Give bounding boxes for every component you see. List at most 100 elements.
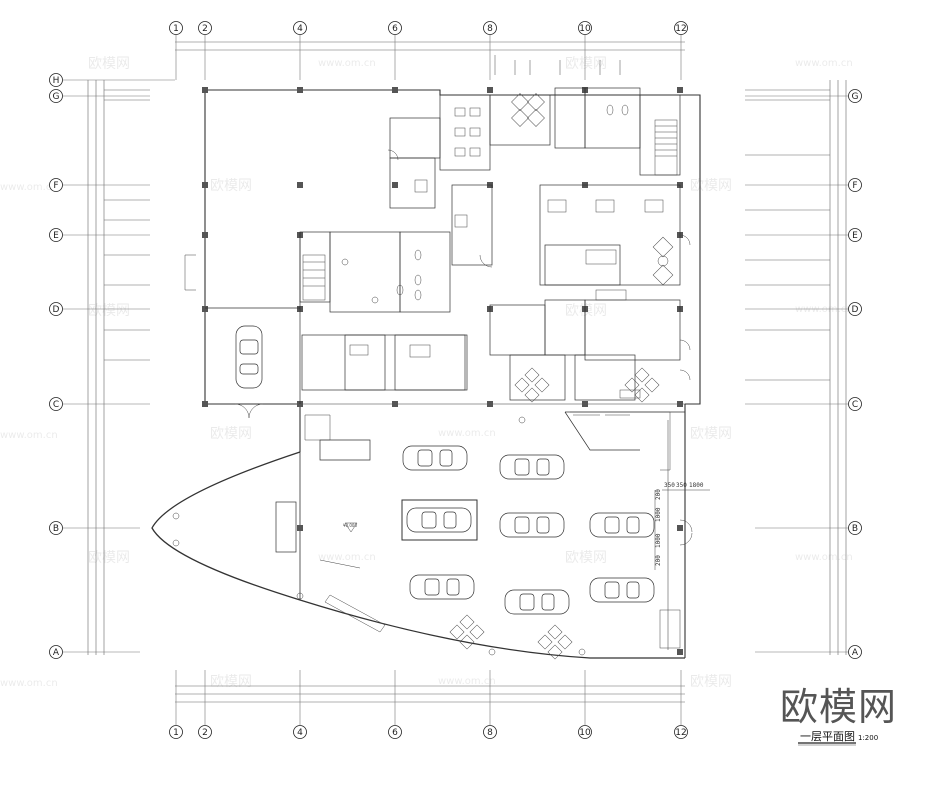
grid-columns: 1 1 2 2 4 4 6 6 (169, 21, 688, 739)
table-group (511, 93, 545, 127)
grid-column-12: 12 12 (674, 21, 688, 739)
grid-row-G: G G (49, 89, 862, 103)
grid-row-label-right: B (852, 524, 858, 534)
grid-row-label-right: F (852, 181, 857, 191)
grid-row-H: H (49, 73, 175, 87)
watermark-logo: 欧模网 (565, 550, 607, 566)
watermark-logo: 欧模网 (690, 426, 732, 442)
car-3 (406, 507, 472, 533)
grid-column-label-top: 4 (297, 24, 303, 34)
brand-logo: 欧模网 (780, 685, 897, 729)
watermark-logo: 欧模网 (565, 56, 607, 72)
watermark-url: www.om.cn (438, 428, 496, 439)
watermark-url: www.om.cn (795, 304, 853, 315)
grid-row-label-right: A (852, 648, 859, 658)
dimension-value: 350 (676, 482, 687, 489)
watermark-url: www.om.cn (795, 58, 853, 69)
grid-column-8: 8 8 (483, 21, 497, 739)
grid-column-label-bottom: 1 (173, 728, 179, 738)
drawing-scale: 1:200 (858, 734, 878, 742)
table-group (652, 236, 674, 286)
car-2 (499, 454, 565, 480)
grid-row-label-left: B (53, 524, 59, 534)
dimension-lines (87, 41, 847, 703)
grid-rows: H G G F F E E (49, 73, 862, 659)
grid-row-F: F F (49, 178, 862, 192)
watermark-logo: 欧模网 (88, 56, 130, 72)
entrance-dimensions: 350 350 1800 200 1000 1000 200 ¥0,000 (343, 482, 710, 570)
watermark-logo: 欧模网 (210, 178, 252, 194)
grid-column-label-top: 12 (675, 24, 686, 34)
grid-column-2: 2 2 (198, 21, 212, 739)
structural-columns (202, 87, 683, 655)
watermark-url: www.om.cn (318, 552, 376, 563)
grid-row-label-left: E (53, 231, 59, 241)
dimension-value: 1800 (689, 482, 704, 489)
grid-row-label-left: F (53, 181, 58, 191)
grid-column-label-top: 10 (579, 24, 591, 34)
dimension-value: 350 (664, 482, 675, 489)
watermark-logo: 欧模网 (88, 303, 130, 319)
display-cars (235, 325, 655, 615)
grid-column-label-top: 1 (173, 24, 179, 34)
grid-row-A: A A (49, 645, 862, 659)
grid-column-label-top: 8 (487, 24, 493, 34)
car-workshop (235, 325, 263, 389)
watermark-url: www.om.cn (795, 552, 853, 563)
grid-column-label-bottom: 10 (579, 728, 591, 738)
interior-partitions (205, 87, 685, 650)
watermark-logo: 欧模网 (210, 674, 252, 690)
drawing-title: 一层平面图 (800, 730, 855, 743)
dimension-value: 200 (655, 489, 662, 500)
grid-row-label-left: H (53, 76, 60, 86)
table-group (449, 614, 485, 650)
grid-column-label-top: 6 (392, 24, 398, 34)
grid-row-B: B B (49, 521, 862, 535)
grid-column-6: 6 6 (388, 21, 402, 739)
grid-row-label-right: D (852, 305, 859, 315)
grid-column-10: 10 10 (578, 21, 592, 739)
grid-row-label-left: D (53, 305, 60, 315)
table-group (514, 367, 550, 403)
grid-column-label-top: 2 (202, 24, 208, 34)
car-1 (402, 445, 468, 471)
grid-row-label-right: G (852, 92, 859, 102)
car-6 (409, 574, 475, 600)
car-5 (589, 512, 655, 538)
title-block: 欧模网 一层平面图 1:200 (780, 685, 897, 746)
car-4 (499, 512, 565, 538)
furniture (172, 93, 681, 660)
grid-row-D: D D (49, 302, 862, 316)
showroom-curved-wall (151, 451, 685, 659)
watermark-logo: 欧模网 (210, 426, 252, 442)
grid-column-label-bottom: 4 (297, 728, 303, 738)
grid-column-4: 4 4 (293, 21, 307, 739)
watermark-logo: 欧模网 (88, 550, 130, 566)
grid-row-label-right: C (852, 400, 858, 410)
grid-column-label-bottom: 12 (675, 728, 686, 738)
grid-column-label-bottom: 8 (487, 728, 493, 738)
grid-column-label-bottom: 6 (392, 728, 398, 738)
exterior-walls (151, 89, 701, 659)
watermark-url: www.om.cn (438, 676, 496, 687)
grid-column-label-bottom: 2 (202, 728, 208, 738)
grid-row-label-left: G (53, 92, 60, 102)
table-group (624, 367, 660, 403)
doors (184, 149, 693, 546)
staircase (302, 119, 678, 301)
grid-row-E: E E (49, 228, 862, 242)
watermark-logo: 欧模网 (690, 178, 732, 194)
watermark-url: www.om.cn (0, 430, 58, 441)
grid-row-label-left: A (53, 648, 60, 658)
grid-row-label-right: E (852, 231, 858, 241)
dimension-value: 1000 (655, 507, 662, 522)
watermark-url: www.om.cn (0, 678, 58, 689)
watermark-url: www.om.cn (0, 182, 58, 193)
watermark-url: www.om.cn (318, 58, 376, 69)
car-8 (589, 577, 655, 603)
table-group (537, 624, 573, 660)
dimension-value: 1000 (655, 533, 662, 548)
grid-row-C: C C (49, 397, 862, 411)
car-7 (504, 589, 570, 615)
